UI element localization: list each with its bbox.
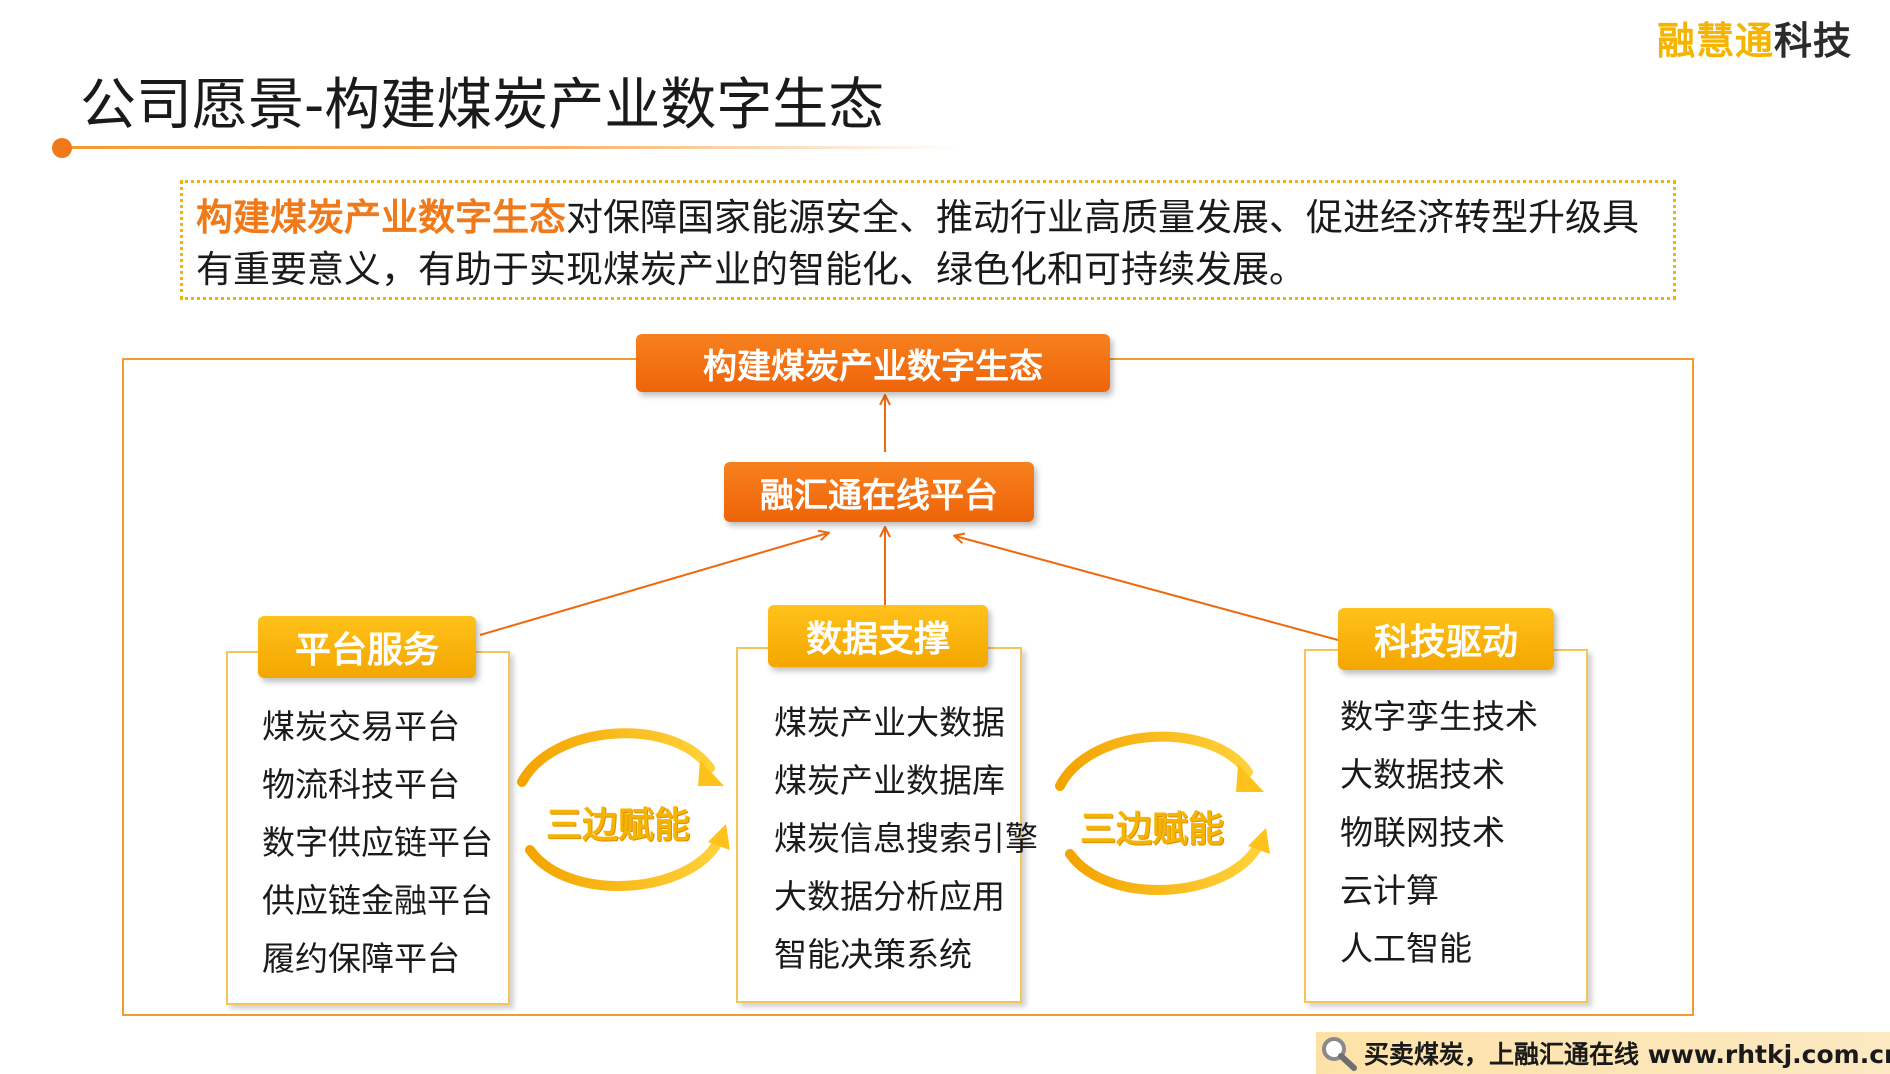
list-item: 大数据分析应用 [774, 877, 1005, 916]
page-title: 公司愿景-构建煤炭产业数字生态 [80, 73, 885, 138]
column-title-data-support: 数据支撑 [768, 605, 988, 667]
list-item: 煤炭信息搜索引擎 [774, 819, 1038, 858]
list-item: 人工智能 [1340, 929, 1472, 968]
list-item: 物联网技术 [1340, 813, 1505, 852]
column-data-support [736, 647, 1022, 1003]
cycle-label-1: 三边赋能 [546, 805, 691, 846]
column-title-tech-driven: 科技驱动 [1338, 608, 1554, 670]
list-item: 数字供应链平台 [262, 823, 493, 862]
list-item: 大数据技术 [1340, 755, 1505, 794]
list-item: 煤炭产业数据库 [774, 761, 1005, 800]
cycle-label-2: 三边赋能 [1080, 809, 1225, 850]
intro-box [180, 180, 1676, 300]
list-item: 数字孪生技术 [1340, 697, 1538, 736]
title-dot [52, 138, 72, 158]
list-data-support: 煤炭产业大数据 煤炭产业数据库 煤炭信息搜索引擎 大数据分析应用 智能决策系统 [774, 694, 1038, 984]
intro-highlight: 构建煤炭产业数字生态 [196, 196, 566, 239]
title-underline [62, 146, 962, 149]
footer-text: 买卖煤炭，上融汇通在线 www.rhtkj.com.cn [1364, 1040, 1890, 1069]
list-item: 供应链金融平台 [262, 881, 493, 920]
brand-part2: 科技 [1773, 19, 1852, 63]
list-platform-services: 煤炭交易平台 物流科技平台 数字供应链平台 供应链金融平台 履约保障平台 [262, 698, 493, 988]
list-item: 云计算 [1340, 871, 1439, 910]
ecosystem-label: 构建煤炭产业数字生态 [636, 334, 1110, 392]
list-item: 智能决策系统 [774, 935, 972, 974]
list-item: 煤炭交易平台 [262, 707, 460, 746]
column-tech-driven [1304, 649, 1588, 1003]
intro-paragraph: 构建煤炭产业数字生态对保障国家能源安全、推动行业高质量发展、促进经济转型升级具有… [196, 192, 1656, 296]
footer-banner: 买卖煤炭，上融汇通在线 www.rhtkj.com.cn [1316, 1032, 1890, 1074]
list-item: 煤炭产业大数据 [774, 703, 1005, 742]
list-tech-driven: 数字孪生技术 大数据技术 物联网技术 云计算 人工智能 [1340, 688, 1538, 978]
brand-logo: 融慧通科技 [1657, 10, 1852, 65]
column-platform-services [226, 651, 510, 1005]
list-item: 物流科技平台 [262, 765, 460, 804]
column-title-platform-services: 平台服务 [258, 616, 476, 678]
magnifier-icon [1322, 1037, 1357, 1071]
list-item: 履约保障平台 [262, 939, 460, 978]
intro-body: 对保障国家能源安全、推动行业高质量发展、促进经济转型升级具有重要意义，有助于实现… [196, 196, 1639, 291]
brand-part1: 融慧通 [1656, 19, 1774, 63]
platform-label: 融汇通在线平台 [724, 462, 1034, 522]
